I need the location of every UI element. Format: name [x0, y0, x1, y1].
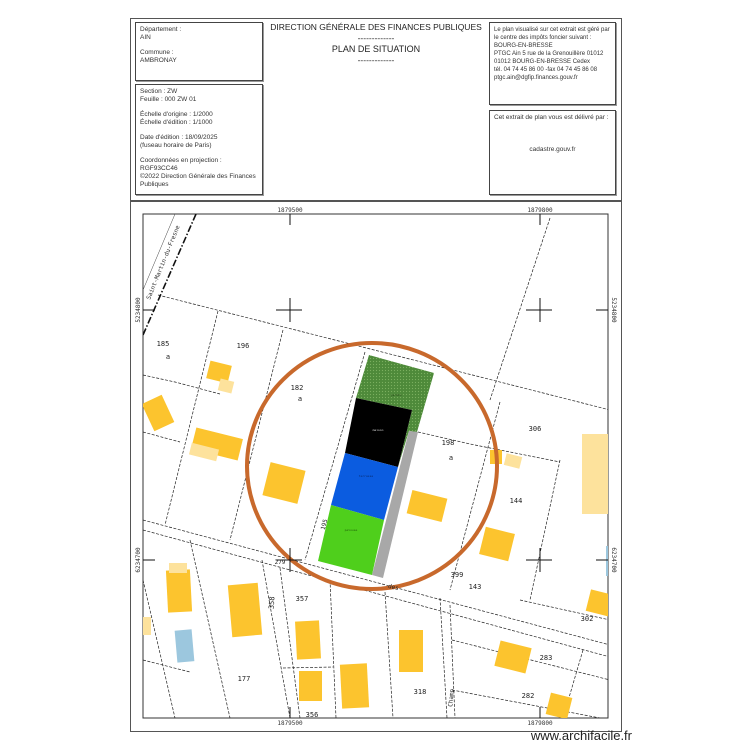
street-label: des	[387, 583, 400, 593]
location-box: Département : AIN Commune : AMBRONAY	[135, 22, 263, 81]
parcel-sub: a	[298, 395, 302, 403]
parcel-number: 279	[275, 559, 286, 566]
centre-box: Le plan visualisé sur cet extrait est gé…	[489, 22, 616, 105]
zone-house	[345, 398, 412, 467]
parcel-number: 356	[306, 711, 319, 719]
parcel-boundaries	[143, 217, 608, 718]
copyright: ©2022 Direction Générale des Finances Pu…	[140, 173, 256, 188]
centre-line: ptgc.ain@dgfip.finances.gouv.fr	[494, 75, 578, 81]
echelle-origine: Échelle d'origine : 1/2000	[140, 111, 213, 118]
doc-title: PLAN DE SITUATION	[331, 44, 421, 54]
coord-label: 1879800	[527, 720, 553, 727]
zone-label: jardin	[391, 393, 402, 397]
parcel-number: 144	[510, 497, 523, 505]
parcel-number: 302	[581, 615, 594, 623]
echelle-edition: Échelle d'édition : 1/1000	[140, 119, 213, 126]
parcel-number: 195	[320, 518, 330, 531]
zone-path	[372, 431, 418, 578]
street-label: Champ	[447, 688, 456, 707]
date-edition: Date d'édition : 18/09/2025	[140, 134, 218, 141]
separator: -------------	[357, 55, 395, 65]
zone-label: terrasse	[359, 474, 374, 478]
centre-line: Le plan visualisé sur cet extrait est gé…	[494, 27, 610, 41]
parcel-number: 198	[442, 439, 455, 447]
parcel-sub: a	[449, 454, 453, 462]
feuille: Feuille : 000 ZW 01	[140, 96, 197, 103]
delivery-site[interactable]: cadastre.gouv.fr	[529, 146, 576, 153]
coord-label: 5234800	[610, 297, 617, 323]
centre-line: BOURG-EN-BRESSE	[494, 43, 553, 49]
coord-label: 6234700	[135, 547, 142, 573]
centre-line: PTGC Ain 5 rue de la Grenouillère 01012	[494, 51, 604, 57]
map-content: Saint-Martin-du-Fresne	[143, 214, 608, 719]
parcel-number: 177	[238, 675, 251, 683]
commune-label: Commune :	[140, 49, 174, 56]
coord-label: 1879500	[277, 207, 303, 214]
coord-label: 1879800	[527, 207, 553, 214]
coord-label: 1879500	[277, 720, 303, 727]
org-name: DIRECTION GÉNÉRALE DES FINANCES PUBLIQUE…	[270, 22, 482, 32]
header-frame	[130, 18, 622, 201]
parcel-number: 357	[296, 595, 309, 603]
watermark: www.archifacile.fr	[530, 728, 632, 743]
parcel-sub: a	[166, 353, 170, 361]
zone-label: maison	[373, 428, 384, 432]
street-edge	[143, 214, 176, 291]
coord-label: 6234700	[610, 547, 617, 573]
parcel-number: 143	[469, 583, 482, 591]
parcel-number: 358	[267, 596, 276, 609]
delivery-box: Cet extrait de plan vous est délivré par…	[489, 110, 616, 195]
dept-value: AIN	[140, 34, 151, 41]
delivery-label: Cet extrait de plan vous est délivré par…	[494, 114, 609, 121]
parcel-number: 283	[540, 654, 553, 662]
section: Section : ZW	[140, 88, 178, 95]
parcel-number: 185	[157, 340, 170, 348]
parcel-number: 182	[291, 384, 304, 392]
parcel-number: 399	[451, 571, 464, 579]
zone-terrace	[331, 453, 398, 520]
fuseau: (fuseau horaire de Paris)	[140, 142, 212, 149]
grid-crosses	[143, 214, 608, 718]
centre-line: 01012 BOURG-EN-BRESSE Cedex	[494, 59, 591, 65]
commune-value: AMBRONAY	[140, 57, 177, 64]
location-circle	[245, 341, 499, 591]
header-title: DIRECTION GÉNÉRALE DES FINANCES PUBLIQUE…	[262, 22, 490, 66]
parcel-number: 196	[237, 342, 250, 350]
parcel-number: 282	[522, 692, 535, 700]
parcel-number: 306	[529, 425, 542, 433]
zone-garden	[356, 355, 434, 467]
separator: -------------	[357, 33, 395, 43]
railway-line	[143, 214, 197, 336]
zone-label: pelouse	[345, 528, 358, 532]
coords: Coordonnées en projection : RGF93CC46	[140, 157, 222, 172]
coord-label: 5234800	[135, 297, 142, 323]
info-box: Section : ZW Feuille : 000 ZW 01 Échelle…	[135, 84, 263, 195]
parcel-number: 318	[414, 688, 427, 696]
dept-label: Département :	[140, 26, 182, 33]
zone-lawn	[318, 505, 384, 575]
centre-line: tél. 04 74 45 86 00 -fax 04 74 45 86 08	[494, 67, 598, 73]
